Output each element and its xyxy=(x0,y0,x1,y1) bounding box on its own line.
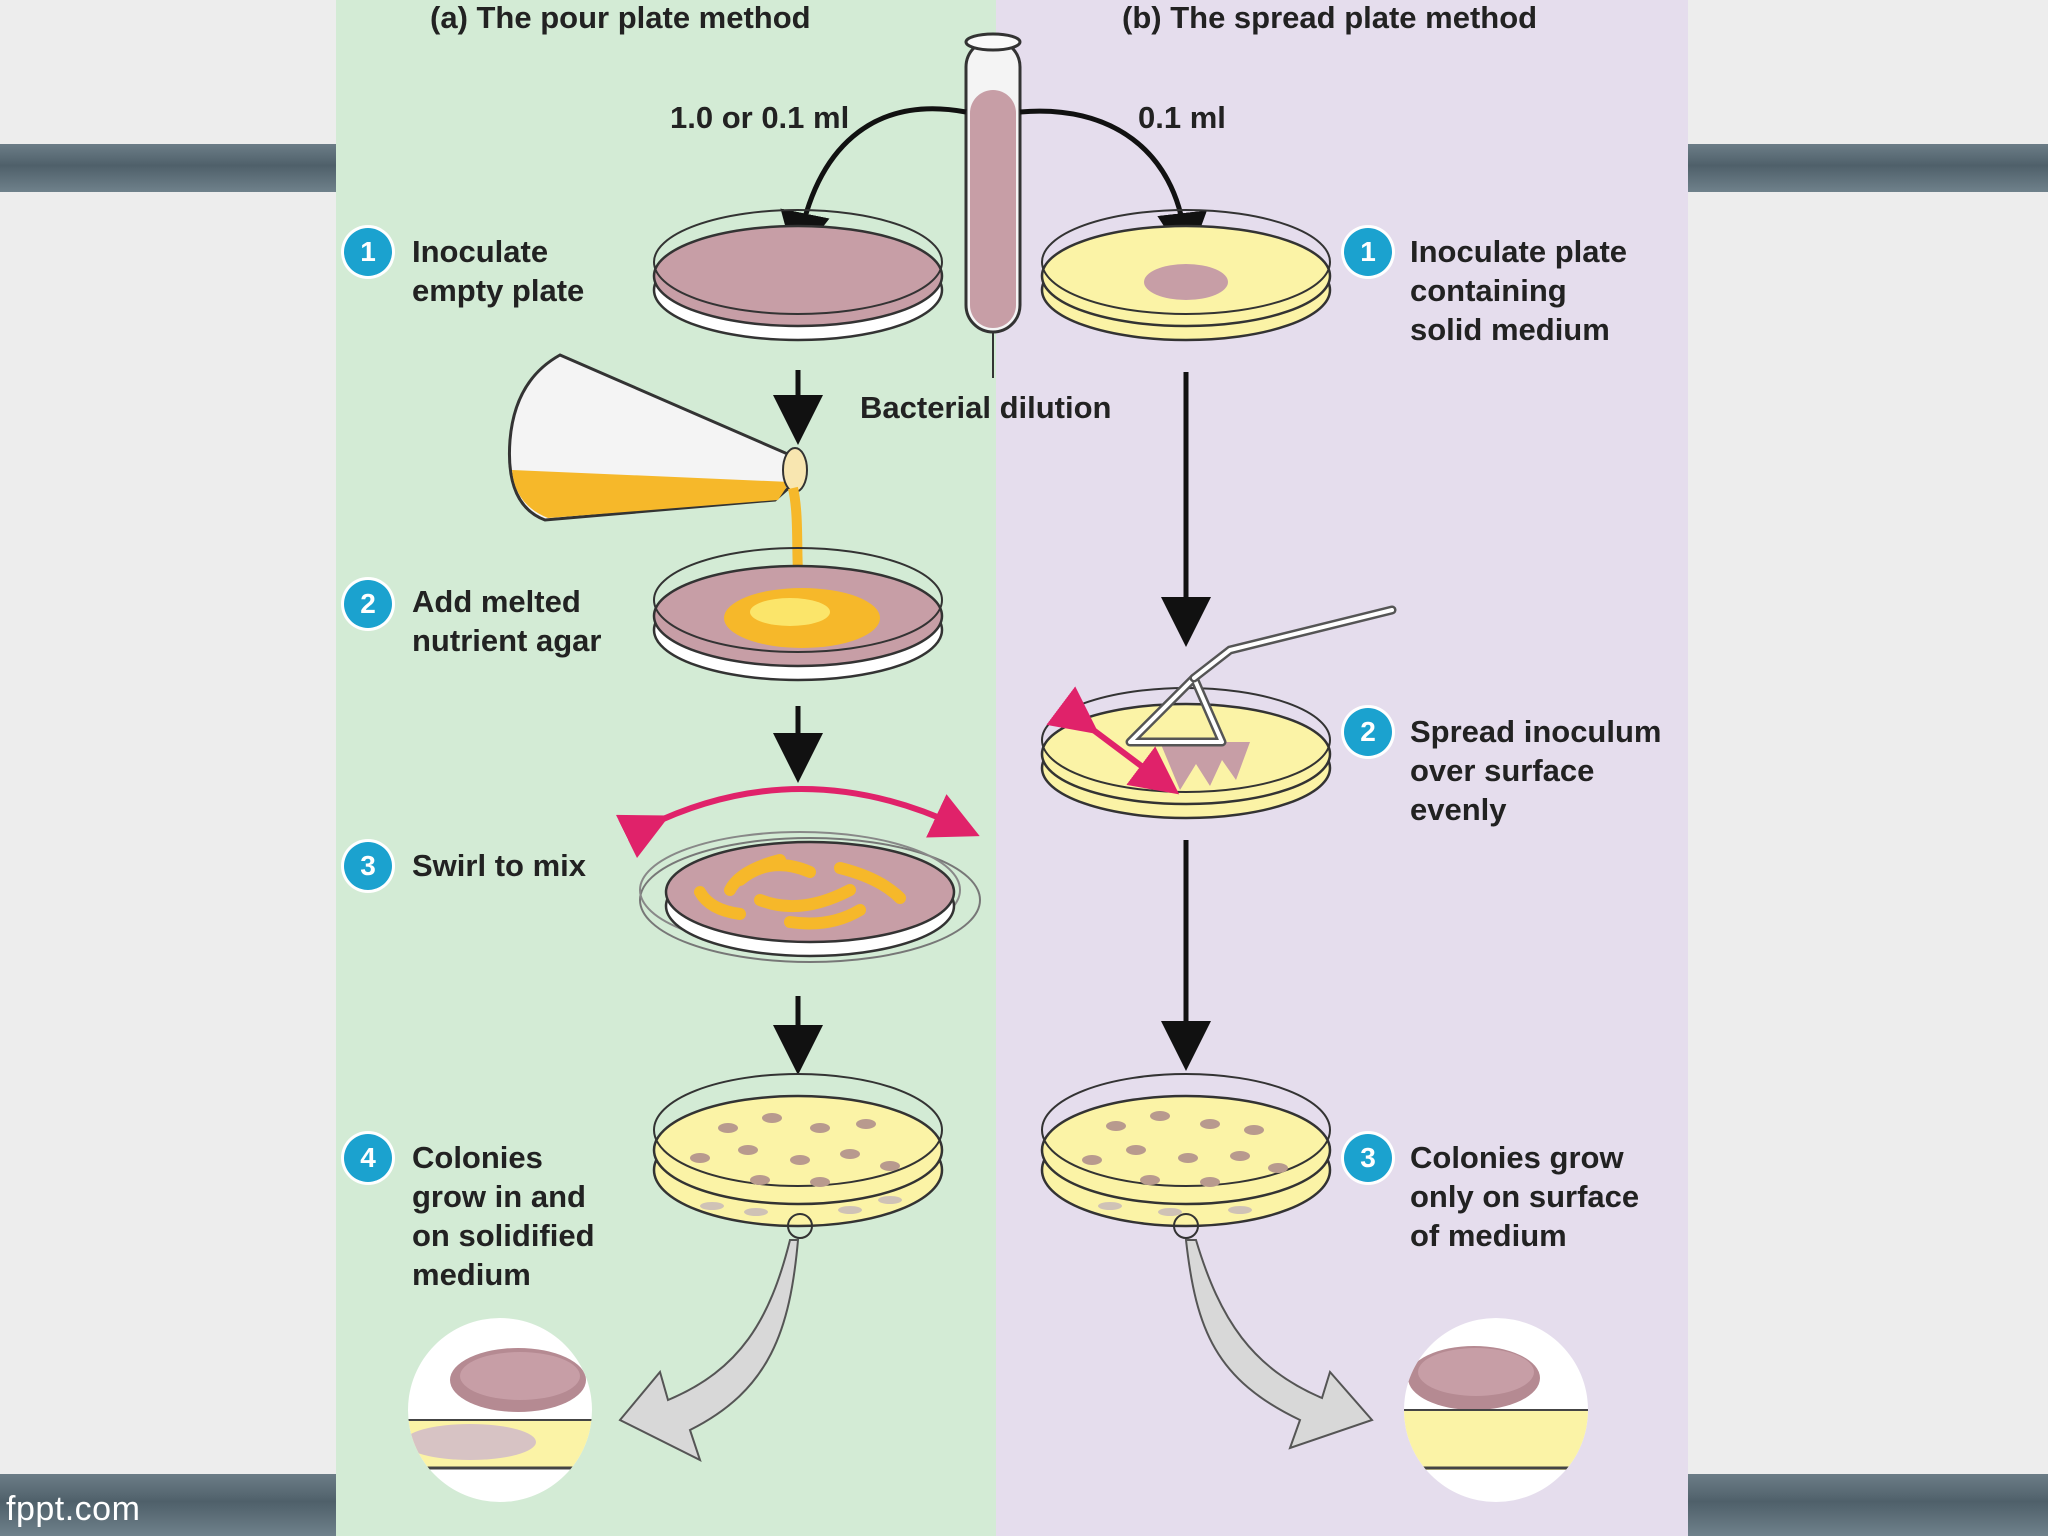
swirl-arrow xyxy=(615,786,980,859)
spread-plate-step3 xyxy=(1040,1073,1332,1239)
pour-step-2-badge: 2 xyxy=(344,580,392,628)
flask-icon xyxy=(507,353,808,601)
spread-step-1-text: Inoculate plate containing solid medium xyxy=(1410,234,1628,347)
transfer-arrow-spread xyxy=(1019,108,1207,263)
spread-plate-title: (b) The spread plate method xyxy=(1122,0,1538,35)
pour-step-3-badge: 3 xyxy=(344,842,392,890)
transfer-arrow-pour xyxy=(780,106,967,263)
spread-step-3-badge: 3 xyxy=(1344,1134,1392,1182)
pour-step-1-text: Inoculate empty plate xyxy=(412,234,585,308)
zoom-view-spread xyxy=(1404,1318,1588,1502)
pour-plate-step1 xyxy=(652,209,944,342)
pour-plate-step2 xyxy=(652,547,944,682)
test-tube xyxy=(964,32,1022,378)
zoom-arrow-spread xyxy=(1184,1239,1374,1450)
pour-step-2-text: Add melted nutrient agar xyxy=(412,584,602,658)
brand-label: fppt.com xyxy=(6,1490,141,1528)
pour-step-3-text: Swirl to mix xyxy=(412,848,586,883)
spread-volume-label: 0.1 ml xyxy=(1138,100,1226,135)
pour-plate-step3 xyxy=(615,786,981,963)
spread-step-2-badge: 2 xyxy=(1344,708,1392,756)
spread-plate-step2 xyxy=(1040,605,1397,820)
pour-step-1-badge: 1 xyxy=(344,228,392,276)
spread-direction-arrow xyxy=(1046,686,1180,795)
pour-volume-label: 1.0 or 0.1 ml xyxy=(670,100,850,135)
tube-label: Bacterial dilution xyxy=(860,390,1112,425)
pour-plate-title: (a) The pour plate method xyxy=(430,0,811,35)
spread-step-2-text: Spread inoculum over surface evenly xyxy=(1410,714,1662,827)
zoom-view-pour xyxy=(408,1318,592,1502)
spread-step-3-text: Colonies grow only on surface of medium xyxy=(1410,1140,1640,1253)
spread-plate-step1 xyxy=(1040,209,1332,342)
pour-step-4-text: Colonies grow in and on solidified mediu… xyxy=(412,1140,595,1292)
spread-step-1-badge: 1 xyxy=(1344,228,1392,276)
zoom-arrow-pour xyxy=(618,1239,800,1462)
spreader-icon xyxy=(1125,605,1397,747)
pour-plate-step4 xyxy=(652,1073,944,1239)
pour-step-4-badge: 4 xyxy=(344,1134,392,1182)
